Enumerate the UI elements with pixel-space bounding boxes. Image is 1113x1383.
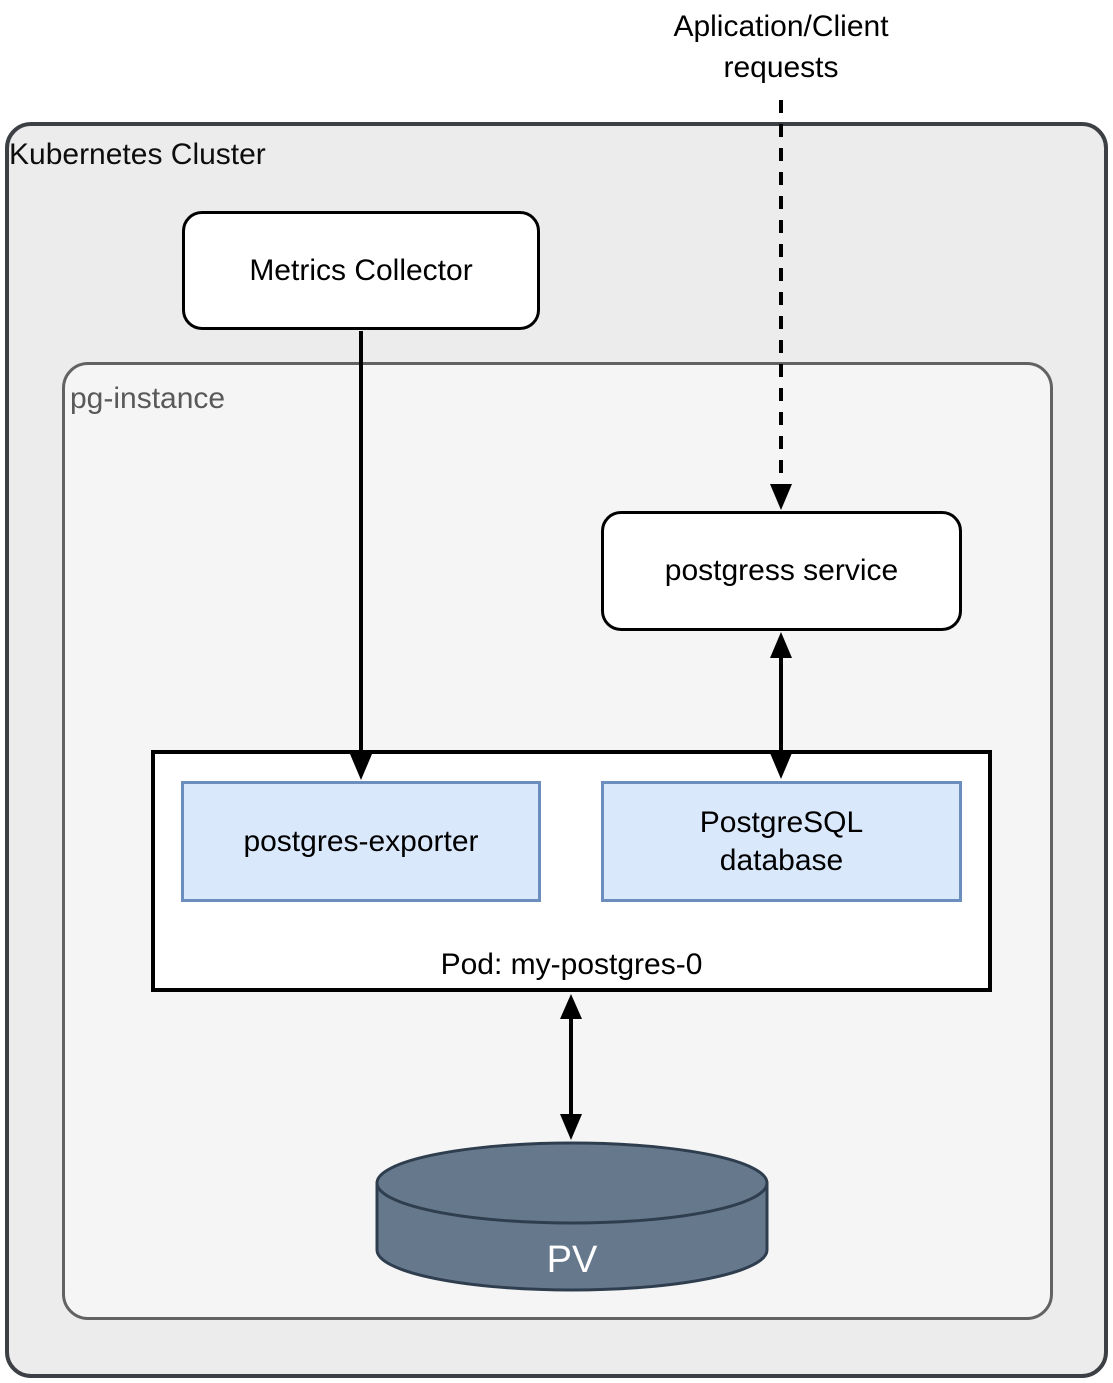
postgresql-database-node: PostgreSQL database xyxy=(601,781,962,902)
postgres-exporter-node: postgres-exporter xyxy=(181,781,541,902)
postgres-exporter-label: postgres-exporter xyxy=(243,824,479,858)
client-requests-label: Aplication/Client requests xyxy=(581,6,981,88)
postgresql-database-label-line1: PostgreSQL xyxy=(699,805,864,839)
metrics-collector-label: Metrics Collector xyxy=(249,253,473,287)
pg-instance-label: pg-instance xyxy=(70,382,226,415)
postgres-service-label: postgress service xyxy=(664,554,899,587)
client-requests-label-line1: Aplication/Client xyxy=(673,10,889,43)
client-requests-label-line2: requests xyxy=(723,51,839,84)
metrics-collector-node: Metrics Collector xyxy=(182,211,540,330)
pod-label: Pod: my-postgres-0 xyxy=(440,948,703,981)
postgres-service-node: postgress service xyxy=(601,511,962,631)
postgresql-database-label-line2: database xyxy=(719,843,844,877)
kubernetes-cluster-label: Kubernetes Cluster xyxy=(9,138,266,171)
